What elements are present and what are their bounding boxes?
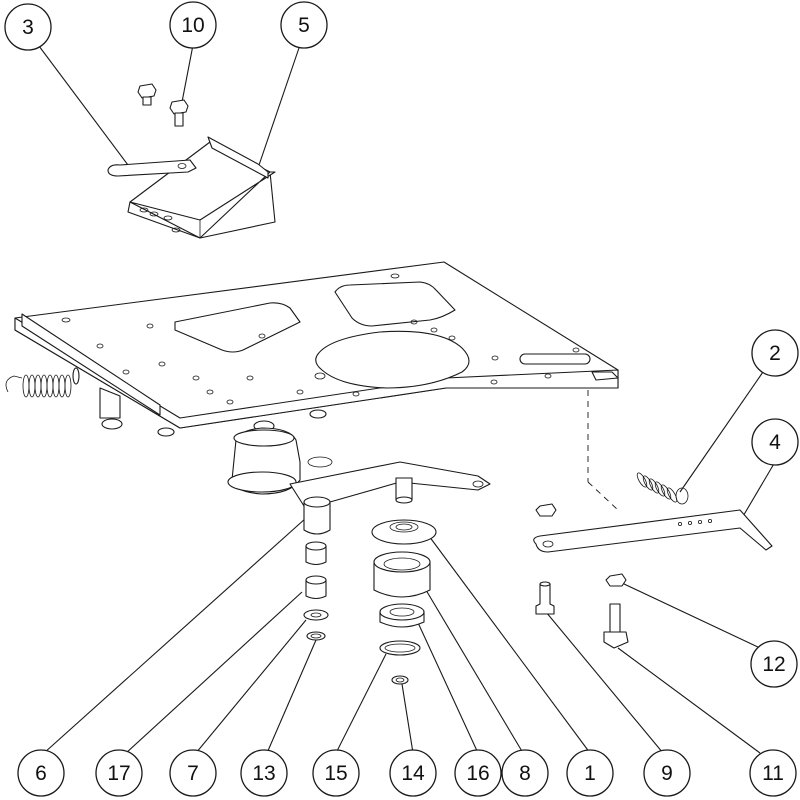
alignment-line-2	[587, 481, 619, 511]
callout-8: 8	[501, 749, 549, 797]
idler-arm-assembly	[227, 427, 491, 507]
part-14-clip	[391, 675, 409, 685]
main-base-plate	[14, 261, 619, 437]
svg-text:16: 16	[466, 762, 489, 785]
part-12-nut	[605, 573, 627, 587]
leader-11	[617, 647, 761, 754]
callout-13: 13	[240, 749, 288, 797]
callout-3: 3	[4, 3, 52, 51]
callout-14: 14	[389, 749, 437, 797]
part-4-arm	[533, 509, 773, 553]
leader-5	[257, 44, 301, 169]
leader-lines	[35, 41, 776, 754]
part-3-lever	[107, 159, 197, 177]
svg-text:17: 17	[107, 762, 130, 785]
leader-2	[679, 371, 764, 493]
part-7-washer	[303, 609, 329, 621]
callout-9: 9	[643, 749, 691, 797]
part-16-bearing	[379, 603, 425, 628]
leader-16	[413, 613, 479, 754]
leader-8	[419, 579, 524, 754]
leader-9	[545, 611, 664, 754]
callout-17: 17	[95, 749, 143, 797]
part-1-washer	[371, 519, 437, 545]
part-2-spring	[636, 472, 689, 505]
svg-text:11: 11	[762, 762, 784, 785]
svg-text:15: 15	[324, 762, 347, 785]
svg-text:2: 2	[769, 342, 781, 365]
callout-2: 2	[751, 329, 799, 377]
leader-6	[43, 517, 307, 754]
svg-text:1: 1	[584, 762, 596, 785]
svg-text:14: 14	[401, 762, 425, 785]
leader-15	[335, 653, 387, 754]
leader-7	[195, 619, 307, 754]
leader-17	[125, 591, 303, 754]
part-8-pulley	[373, 551, 431, 598]
leader-14	[401, 683, 414, 754]
part-13-clip	[306, 631, 326, 641]
svg-text:5: 5	[298, 14, 310, 37]
svg-text:10: 10	[181, 14, 204, 37]
svg-text:12: 12	[762, 653, 785, 676]
plate-spring	[5, 374, 72, 398]
svg-text:6: 6	[35, 762, 47, 785]
part-11-bolt	[603, 603, 629, 649]
svg-text:4: 4	[769, 431, 781, 454]
svg-text:3: 3	[22, 16, 34, 39]
callout-10: 10	[169, 1, 217, 49]
leader-3	[35, 41, 129, 166]
callout-5: 5	[280, 1, 328, 49]
callout-4: 4	[751, 418, 799, 466]
callout-1: 1	[566, 749, 614, 797]
part-17-bushings	[305, 541, 327, 600]
leader-4	[741, 461, 776, 519]
part-9-pin	[535, 581, 555, 615]
svg-text:7: 7	[187, 762, 199, 785]
callout-15: 15	[312, 749, 360, 797]
part-nut-upper	[535, 503, 557, 517]
callout-6: 6	[17, 749, 65, 797]
part-10-bolts	[137, 83, 189, 127]
callout-11: 11	[749, 749, 797, 797]
part-5-bracket	[127, 136, 276, 239]
svg-text:9: 9	[661, 762, 673, 785]
callouts: 3 10 5 2 4 12 6 17	[4, 1, 799, 797]
svg-text:13: 13	[252, 762, 275, 785]
svg-text:8: 8	[519, 762, 531, 785]
leader-10	[181, 44, 194, 103]
callout-7: 7	[169, 749, 217, 797]
leader-1	[425, 531, 591, 754]
leader-12	[621, 582, 761, 649]
part-15-snap-ring	[379, 640, 421, 656]
callout-12: 12	[750, 640, 798, 688]
leader-13	[266, 639, 317, 754]
plate-holes	[61, 273, 580, 405]
part-6-spacer	[303, 496, 331, 535]
callout-16: 16	[454, 749, 502, 797]
